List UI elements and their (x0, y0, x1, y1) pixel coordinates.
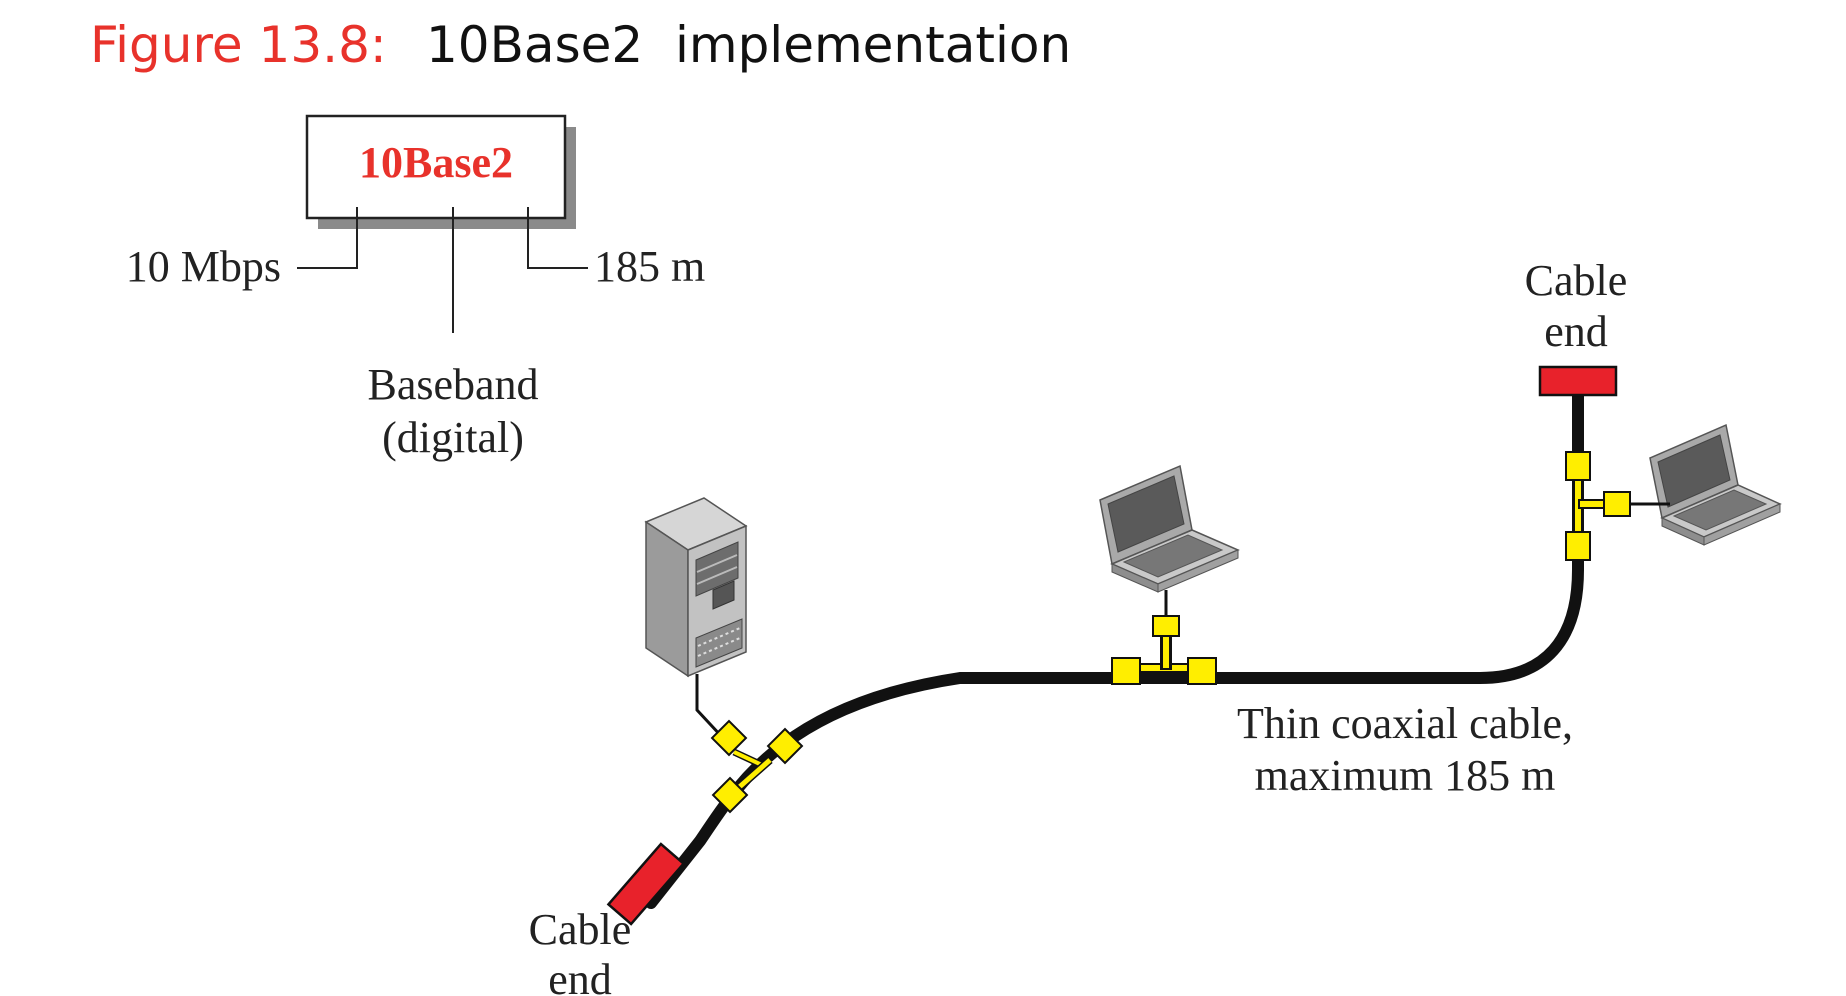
naming-box-title: 10Base2 (359, 138, 513, 187)
t-connector-middle (1111, 615, 1217, 685)
cable-end-right-terminator (1538, 365, 1618, 397)
figure-label: Figure 13.8: (90, 16, 387, 74)
cable-label-line1: Thin coaxial cable, (1237, 699, 1573, 748)
t-connector-right (1565, 451, 1631, 561)
server-icon (644, 497, 748, 678)
server-drop-cable (695, 674, 725, 740)
cable-end-left-label-line1: Cable (529, 905, 632, 954)
t-connector-left (710, 719, 804, 814)
naming-box-frame (305, 114, 567, 220)
naming-box: 10Base2 10 Mbps 185 m Baseband (digital) (126, 114, 705, 462)
figure-title: 10Base2 implementation (426, 16, 1071, 74)
speed-leader-line (297, 207, 358, 269)
cable-end-left-label-line2: end (548, 955, 612, 996)
signal-label-line2: (digital) (382, 413, 524, 462)
signal-label-line1: Baseband (367, 360, 538, 409)
cable-label-line2: maximum 185 m (1255, 751, 1556, 800)
cable-end-right-label-line2: end (1544, 307, 1608, 356)
length-label: 185 m (594, 242, 705, 291)
laptop-icon-right (1649, 423, 1782, 546)
cable-end-left-terminator (606, 842, 686, 926)
laptop-icon-middle (1099, 464, 1240, 593)
speed-label: 10 Mbps (126, 242, 281, 291)
cable-end-right-label-line1: Cable (1525, 256, 1628, 305)
coaxial-cable (645, 374, 1584, 909)
length-leader-line (527, 207, 588, 269)
